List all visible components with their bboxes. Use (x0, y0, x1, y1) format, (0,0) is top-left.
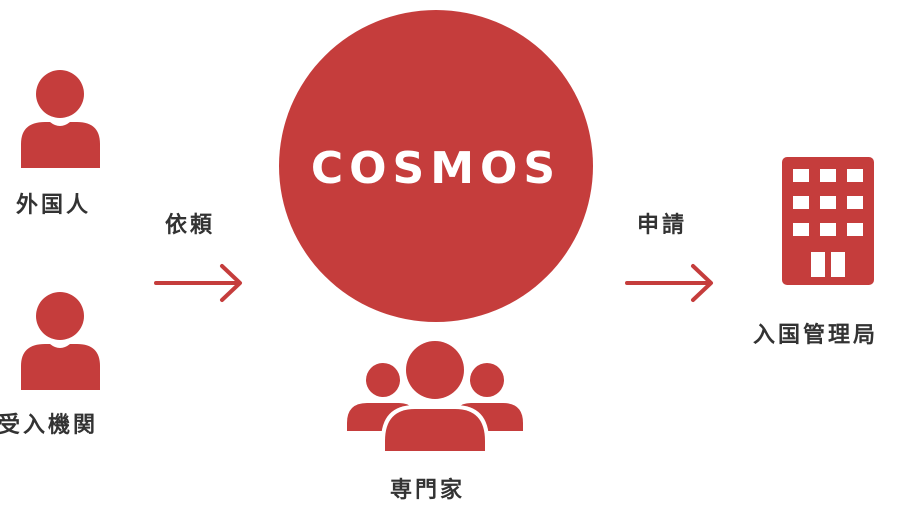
cosmos-label: COSMOS (310, 143, 562, 194)
immigration-label: 入国管理局 (753, 323, 879, 348)
request-arrow-icon (154, 264, 242, 302)
experts-group-icon (347, 337, 523, 451)
apply-label: 申請 (637, 213, 688, 238)
immigration-building-icon (782, 157, 874, 285)
foreigner-label: 外国人 (16, 193, 92, 218)
host-organization-person-icon (21, 292, 100, 390)
cosmos-circle: COSMOS (279, 10, 593, 322)
foreigner-person-icon (21, 70, 100, 168)
host-organization-label: 受入機関 (0, 413, 99, 438)
request-label: 依頼 (165, 213, 216, 238)
experts-label: 専門家 (390, 478, 466, 503)
apply-arrow-icon (625, 264, 713, 302)
